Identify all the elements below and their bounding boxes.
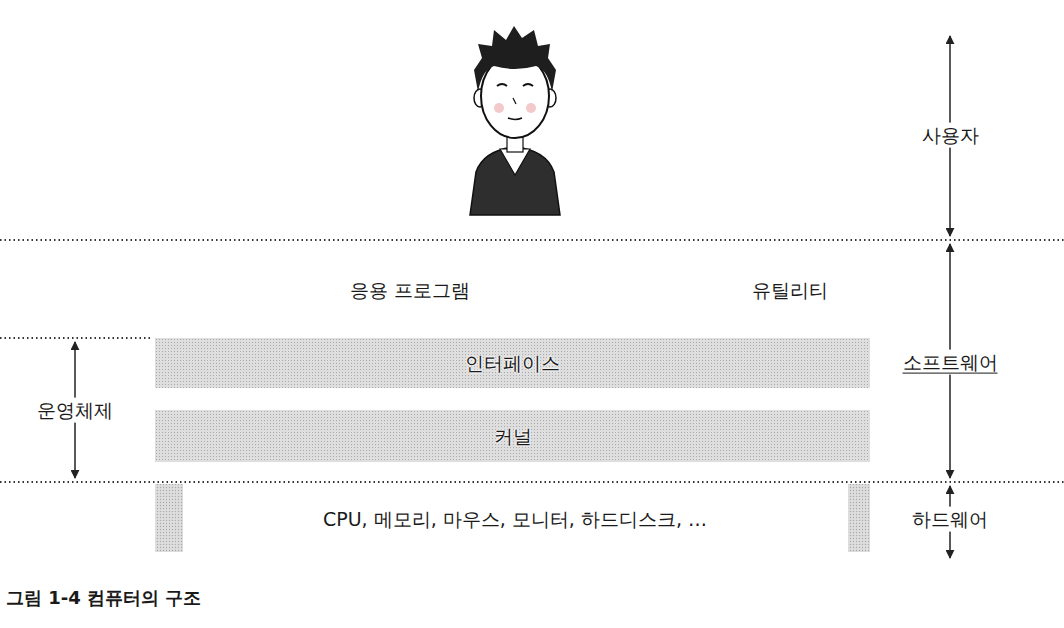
hardware-pillar bbox=[155, 484, 183, 552]
layer-label: 하드웨어 bbox=[908, 507, 992, 532]
layer-label: 소프트웨어 bbox=[899, 350, 1002, 375]
os-layer-band: 커널 bbox=[155, 410, 870, 462]
os-layer-band: 인터페이스 bbox=[155, 338, 870, 388]
hardware-list: CPU, 메모리, 마우스, 모니터, 하드디스크, … bbox=[323, 508, 707, 531]
bracket-label: 운영체제 bbox=[33, 398, 117, 423]
separator-line bbox=[0, 481, 1064, 483]
software-item: 응용 프로그램 bbox=[350, 279, 470, 302]
hardware-pillar bbox=[848, 484, 870, 552]
band-label: 인터페이스 bbox=[465, 352, 560, 375]
figure-caption: 그림 1-4 컴퓨터의 구조 bbox=[6, 586, 201, 610]
separator-line bbox=[0, 337, 150, 339]
separator-line bbox=[0, 239, 1064, 241]
software-item: 유틸리티 bbox=[752, 279, 828, 302]
band-label: 커널 bbox=[494, 425, 532, 448]
user-figure bbox=[470, 26, 560, 215]
layer-label: 사용자 bbox=[918, 123, 983, 148]
